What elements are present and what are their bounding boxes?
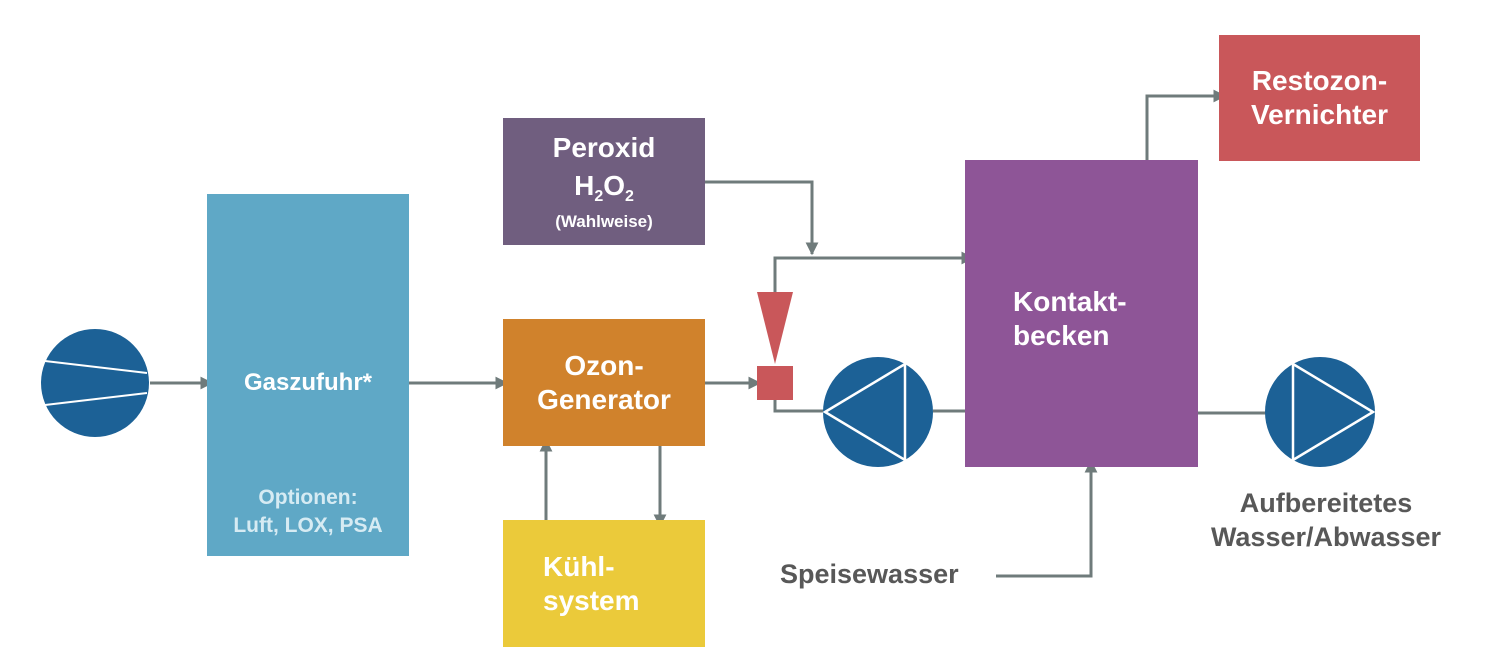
treated-water-line1: Aufbereitetes — [1239, 488, 1413, 518]
contact-tank-box: Kontakt- becken — [965, 160, 1198, 467]
venturi-injector-icon — [757, 292, 793, 400]
ozone-destruct-line2: Vernichter — [1251, 99, 1388, 130]
outlet-pump-body — [1265, 357, 1375, 467]
booster-pump-body — [823, 357, 933, 467]
compressor-blade-top — [44, 360, 148, 374]
ozone-destruct-line1: Restozon- — [1251, 65, 1388, 96]
peroxide-formula-o: O — [603, 169, 625, 201]
cooling-system-line1: Kühl- — [543, 550, 615, 582]
injector-to-contact-line — [773, 251, 975, 292]
contact-to-destruct-line — [1145, 89, 1227, 160]
outlet-pump-triangle — [1291, 361, 1376, 463]
gas-supply-title: Gaszufuhr* — [243, 369, 372, 396]
pump-to-injector-line — [773, 400, 825, 413]
ozone-generator-box: Ozon- Generator — [503, 319, 705, 446]
peroxide-line — [705, 180, 819, 256]
gas-supply-options-label: Optionen: — [258, 486, 358, 509]
peroxide-box: Peroxid H2O2 (Wahlweise) — [503, 118, 705, 245]
contact-tank-line2: becken — [1013, 320, 1110, 351]
peroxide-formula-sub2: 2 — [625, 187, 634, 205]
feed-water-label: Speisewasser — [780, 559, 959, 589]
compressor-blade-bottom — [44, 392, 148, 406]
cooling-system-box: Kühl- system — [503, 520, 705, 647]
peroxide-title: Peroxid — [552, 131, 656, 163]
pump-icon — [1265, 357, 1376, 467]
feed-water-line — [996, 459, 1098, 578]
treated-water-label: Aufbereitetes Wasser/Abwasser — [1180, 486, 1472, 554]
gas-supply-options: Luft, LOX, PSA — [233, 514, 383, 537]
ozone-generator-line1: Ozon- — [564, 349, 644, 381]
gas-supply-box: Gaszufuhr* Optionen: Luft, LOX, PSA — [207, 194, 409, 556]
contact-tank-line1: Kontakt- — [1013, 286, 1127, 317]
ozone-destruct-box: Restozon- Vernichter — [1219, 35, 1420, 161]
peroxide-note: (Wahlweise) — [555, 211, 653, 231]
connectors — [150, 89, 1266, 578]
treated-water-line2: Wasser/Abwasser — [1210, 522, 1442, 552]
ozone-generator-line2: Generator — [537, 383, 671, 415]
compressor-icon — [41, 329, 149, 437]
compressor-body — [41, 329, 149, 437]
peroxide-formula-h: H — [574, 169, 595, 201]
booster-pump-triangle — [822, 361, 907, 463]
peroxide-formula: H2O2 — [574, 169, 634, 205]
pump-icon — [822, 357, 933, 467]
injector-body — [757, 366, 793, 400]
injector-cone — [757, 292, 793, 364]
peroxide-formula-sub1: 2 — [594, 187, 604, 205]
cooling-system-line2: system — [543, 584, 640, 616]
